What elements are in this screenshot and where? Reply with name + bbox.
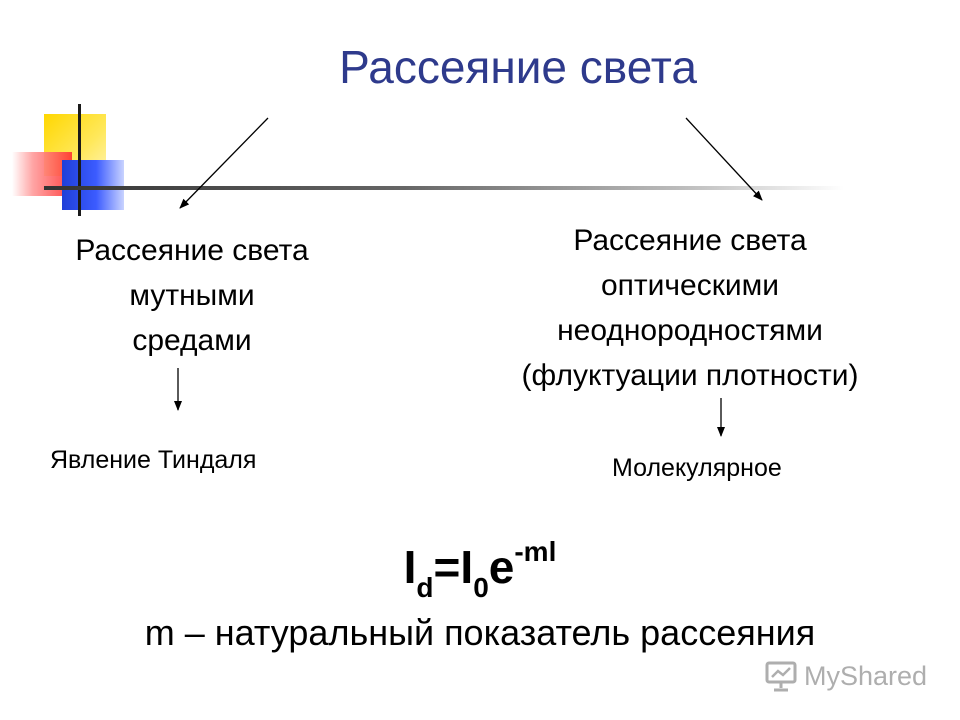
- decorative-blue-square: [62, 160, 124, 210]
- right-branch-line: оптическими: [600, 269, 779, 302]
- right-branch-line: (флуктуации плотности): [521, 359, 859, 392]
- page-title: Рассеяние света: [339, 41, 697, 93]
- arrow-to-left-branch: [179, 117, 269, 209]
- right-branch-line: неоднородностями: [557, 314, 823, 347]
- slideshow-icon: [765, 661, 797, 692]
- left-branch-box: Рассеяние света мутными средами: [20, 228, 364, 363]
- scattering-formula: Id=I0e-ml: [0, 536, 960, 604]
- left-branch-result: Явление Тиндаля: [50, 446, 257, 474]
- right-branch-line: Рассеяние света: [573, 224, 807, 257]
- header-divider-line: [44, 186, 844, 190]
- formula-rhs: I: [460, 541, 474, 593]
- left-branch-line: средами: [132, 324, 252, 357]
- formula-equals: =: [433, 541, 461, 593]
- formula-base: e: [488, 541, 515, 593]
- left-branch-line: мутными: [129, 279, 255, 312]
- formula-lhs-subscript: d: [416, 572, 434, 603]
- decorative-vertical-line: [78, 104, 81, 216]
- right-branch-box: Рассеяние света оптическими неоднороднос…: [470, 218, 910, 398]
- formula-exponent: -ml: [514, 536, 557, 567]
- formula-lhs: I: [403, 541, 417, 593]
- formula-rhs-subscript: 0: [473, 572, 489, 603]
- left-branch-line: Рассеяние света: [75, 234, 309, 267]
- watermark-text: MyShared: [804, 660, 928, 691]
- right-branch-result: Молекулярное: [612, 454, 782, 482]
- arrow-to-right-branch: [685, 117, 763, 201]
- formula-definition: m – натуральный показатель рассеяния: [144, 612, 816, 653]
- watermark: MyShared: [764, 656, 927, 696]
